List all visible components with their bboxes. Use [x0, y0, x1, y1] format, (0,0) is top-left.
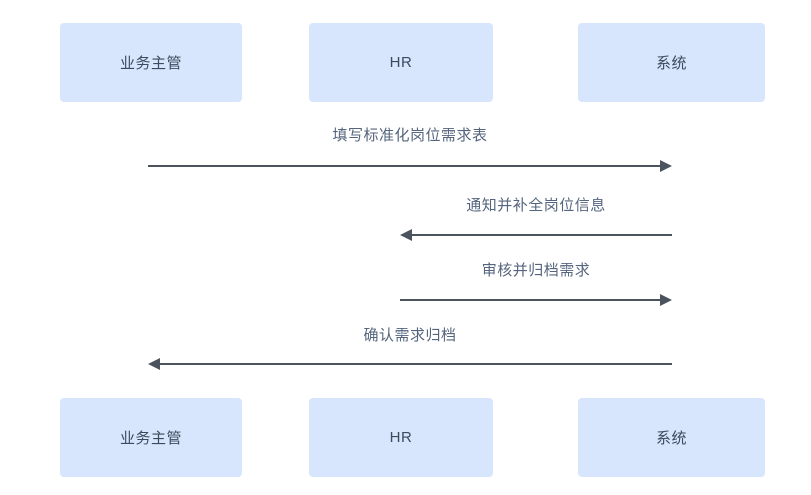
lifeline-header-label: HR [389, 54, 413, 71]
message-4-label: 确认需求归档 [363, 327, 457, 344]
message-2-label: 通知并补全岗位信息 [466, 197, 606, 214]
message-1-arrowhead [660, 160, 672, 172]
lifeline-footer-label: 系统 [655, 430, 687, 447]
lifeline-footer-system[interactable]: 系统 [578, 398, 765, 477]
lifeline-header-label: 业务主管 [119, 55, 182, 72]
lifeline-footer-label: 业务主管 [119, 430, 182, 447]
message-1-arrow-right[interactable] [148, 160, 672, 172]
lifeline-footer-label: HR [389, 429, 413, 446]
message-3-arrow-right[interactable] [400, 294, 672, 306]
message-3-label: 审核并归档需求 [481, 262, 591, 279]
message-1-label: 填写标准化岗位需求表 [332, 127, 488, 144]
message-4-arrow-left[interactable] [148, 358, 672, 370]
message-4-arrowhead [148, 358, 160, 370]
lifeline-footer-business-manager[interactable]: 业务主管 [60, 398, 242, 477]
message-2-arrowhead [400, 229, 412, 241]
lifeline-header-hr[interactable]: HR [309, 23, 493, 102]
message-3-arrowhead [660, 294, 672, 306]
message-2-arrow-left[interactable] [400, 229, 672, 241]
lifeline-header-business-manager[interactable]: 业务主管 [60, 23, 242, 102]
lifeline-header-system[interactable]: 系统 [578, 23, 765, 102]
lifeline-footer-hr[interactable]: HR [309, 398, 493, 477]
lifeline-header-label: 系统 [655, 55, 687, 72]
